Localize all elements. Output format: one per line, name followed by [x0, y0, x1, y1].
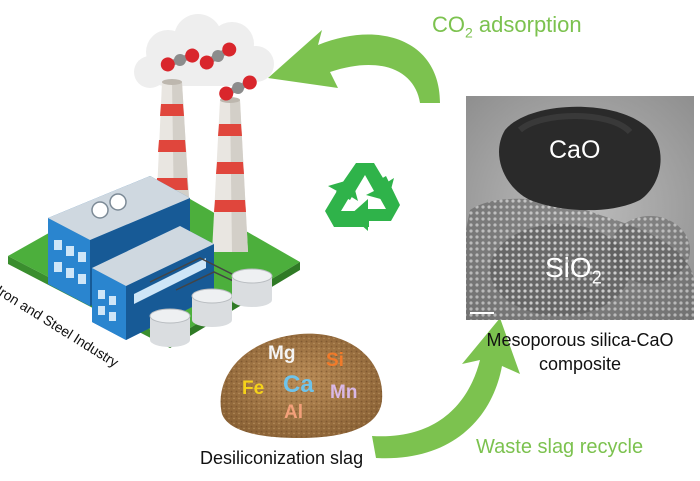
- recycle-label: Waste slag recycle: [476, 436, 644, 458]
- storage-tank-icon: [149, 268, 273, 347]
- co2-prefix: CO: [432, 12, 465, 37]
- slag-element-ca: Ca: [283, 371, 314, 398]
- co2-subscript: 2: [465, 24, 473, 41]
- slag-element-fe: Fe: [242, 378, 265, 399]
- factory-icon: [8, 14, 300, 348]
- smokestack-left: [156, 79, 190, 214]
- tem-micrograph: [466, 96, 694, 320]
- tem-cao-label: CaO: [549, 136, 601, 164]
- waste-slag-recycle-arrow: [372, 318, 520, 459]
- sio2-prefix: SiO: [545, 252, 592, 283]
- tem-sio2-label: SiO2: [545, 252, 602, 289]
- slag-element-si: Si: [326, 350, 344, 371]
- composite-line-2: composite: [538, 354, 622, 374]
- slag-element-mn: Mn: [330, 382, 358, 403]
- composite-line-1: Mesoporous silica-CaO: [486, 330, 674, 350]
- slag-pile: [220, 333, 383, 438]
- recycle-icon: [325, 163, 400, 231]
- co2-adsorption-label: CO2 adsorption: [432, 12, 582, 40]
- smoke-cloud-icon: [134, 14, 274, 88]
- slag-element-mg: Mg: [268, 343, 296, 364]
- co2-adsorption-arrow: [268, 30, 440, 103]
- co2-molecule-icon: [160, 42, 257, 101]
- composite-label: Mesoporous silica-CaO composite: [466, 328, 694, 376]
- smokestack-right: [212, 97, 248, 252]
- co2-suffix: adsorption: [472, 12, 582, 37]
- slag-label: Desiliconization slag: [200, 448, 364, 468]
- slag-element-al: Al: [284, 402, 303, 423]
- sio2-subscript: 2: [591, 267, 602, 288]
